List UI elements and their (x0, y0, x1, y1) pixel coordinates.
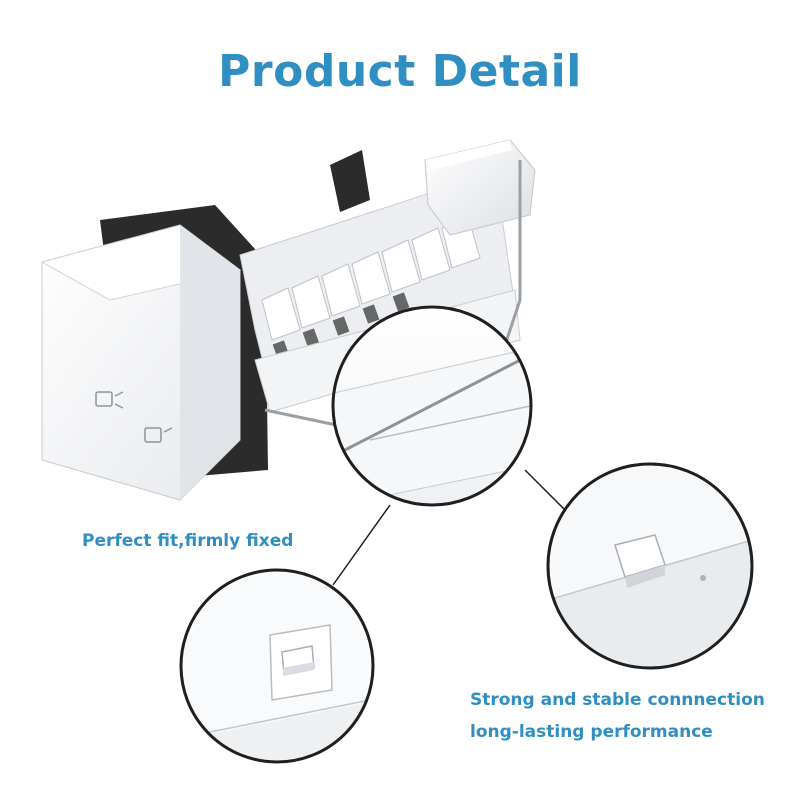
caption-perfect-fit: Perfect fit,firmly fixed (82, 531, 294, 551)
caption-long-lasting: long-lasting performance (470, 722, 713, 742)
zoom-circle-left (179, 568, 375, 764)
zoom-circle-right (546, 462, 754, 670)
page-title: Product Detail (218, 46, 582, 97)
connector-line-right (524, 469, 571, 516)
connector-line-left (332, 504, 391, 586)
zoom-circle-main (331, 305, 533, 507)
control-box-icons (95, 391, 173, 443)
caption-strong-connection: Strong and stable connnection (470, 690, 765, 710)
